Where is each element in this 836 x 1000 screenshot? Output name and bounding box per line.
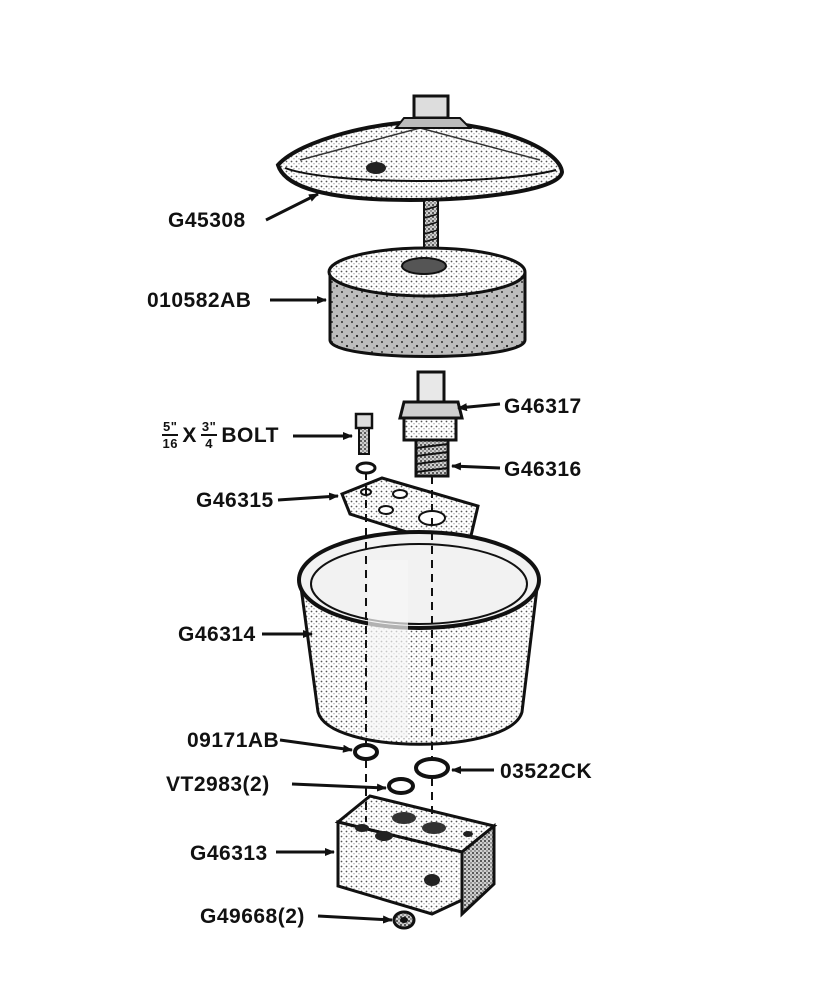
arrow-gasket [291, 782, 387, 792]
alignment-lines [365, 472, 433, 822]
arrow-fitting-top [457, 402, 501, 412]
bolt-word: BOLT [221, 423, 279, 447]
seal-parts [353, 743, 450, 795]
base-block-part [334, 794, 498, 918]
bolt-part [354, 412, 377, 475]
label-fitting-top: G46317 [504, 395, 582, 418]
fitting-part [398, 370, 464, 478]
arrow-plug [317, 914, 393, 924]
label-small-seal: 09171AB [187, 729, 280, 752]
bolt-fraction-2: 3" 4 [200, 419, 218, 451]
arrow-plate [277, 492, 339, 502]
bolt-times: X [182, 423, 197, 447]
bowl-part [297, 530, 541, 746]
leader-arrows [262, 192, 501, 924]
plug-part [392, 910, 416, 930]
label-base: G46313 [190, 842, 268, 865]
arrow-small-seal [279, 738, 353, 753]
label-bolt: 5" 16 X 3" 4 BOLT [162, 420, 279, 450]
label-gasket: VT2983(2) [166, 773, 270, 796]
label-element: 010582AB [147, 289, 252, 312]
label-large-seal: 03522CK [500, 760, 593, 783]
arrow-cover [265, 192, 319, 222]
bolt-fraction-1: 5" 16 [162, 419, 179, 451]
label-bowl: G46314 [178, 623, 256, 646]
label-fitting-bottom: G46316 [504, 458, 582, 481]
filter-element-part [327, 246, 527, 358]
cover-part [275, 94, 565, 249]
arrow-fitting-bottom [451, 462, 501, 471]
label-plate: G46315 [196, 489, 274, 512]
label-plug: G49668(2) [200, 905, 305, 928]
label-cover: G45308 [168, 209, 246, 232]
